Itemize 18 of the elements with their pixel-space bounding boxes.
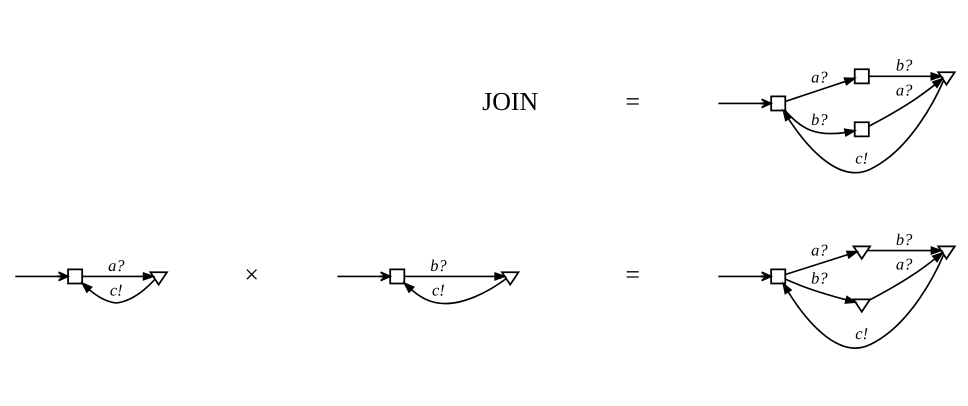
edge-label: b?: [430, 255, 446, 274]
edge-label: c!: [854, 148, 868, 168]
edge-label: a?: [810, 240, 828, 259]
label: ×: [244, 260, 258, 289]
edge-label: b?: [810, 109, 828, 128]
edge-label: a?: [895, 254, 912, 274]
edge-label: a?: [895, 80, 912, 99]
label: =: [624, 86, 640, 116]
edge-label: a?: [108, 255, 124, 274]
edge-label: b?: [895, 229, 912, 248]
edge-label: b?: [895, 55, 912, 74]
edge-label: b?: [810, 268, 828, 288]
edge-label: c!: [109, 280, 122, 299]
edge-label: a?: [810, 66, 828, 86]
label: JOIN: [482, 86, 538, 116]
edge-label: c!: [854, 324, 868, 343]
edge-label: c!: [431, 280, 444, 299]
label: =: [624, 260, 640, 289]
